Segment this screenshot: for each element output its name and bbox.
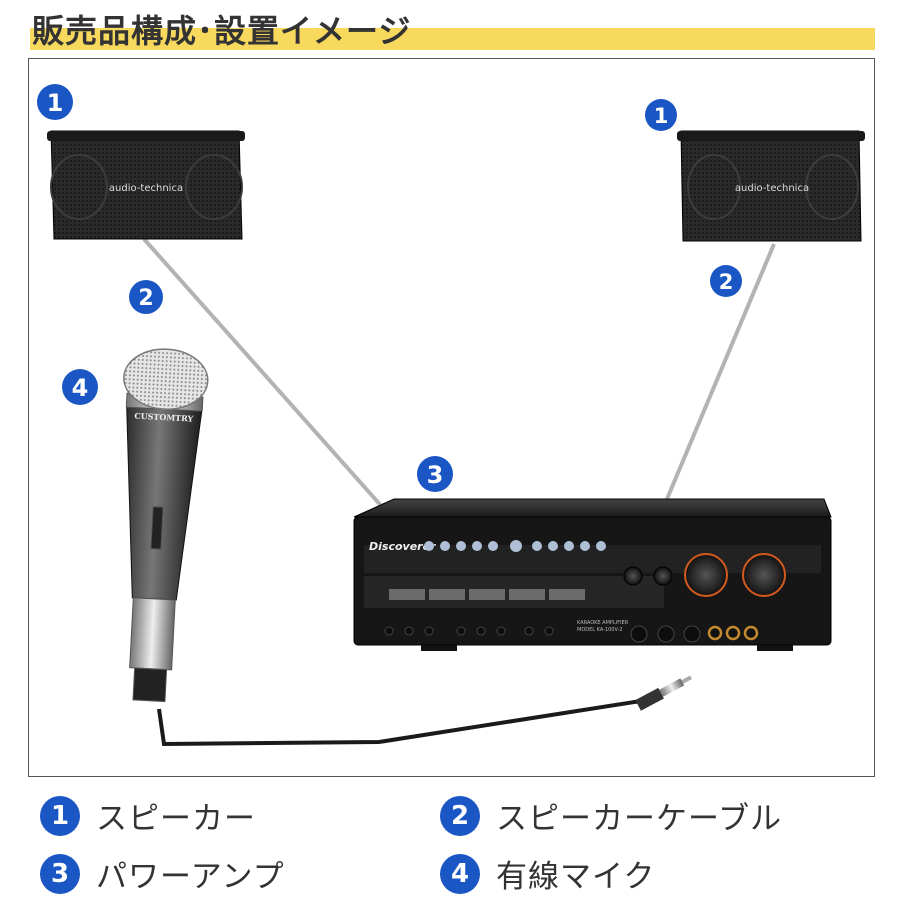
marker-speaker-right-num: 1 — [654, 104, 669, 128]
amp-mic-jacks — [707, 625, 759, 641]
diagram-svg: audio-technica audio-technica Discoverer — [37, 84, 865, 747]
marker-amp: 3 — [417, 456, 453, 492]
legend-number: 1 — [40, 795, 80, 836]
speaker-right-brand: audio-technica — [735, 183, 809, 194]
title-bar: 販売品構成･設置イメージ — [30, 0, 875, 52]
speaker-right: audio-technica — [677, 130, 865, 242]
speaker-left: audio-technica — [47, 130, 245, 240]
amp-knob-large-1 — [684, 553, 728, 597]
legend-label: スピーカー — [96, 801, 256, 837]
amp-model-line1: KARAOKE AMPLIFIER — [577, 620, 629, 626]
marker-speaker-right: 1 — [645, 99, 677, 131]
legend-label: 有線マイク — [496, 859, 656, 895]
amp-buttons — [424, 540, 606, 552]
mic-brand: CUSTOMTRY — [134, 411, 194, 424]
marker-amp-num: 3 — [427, 461, 444, 489]
marker-cable-left-num: 2 — [138, 286, 153, 311]
legend-number: 3 — [40, 853, 80, 894]
legend-item-power-amp: 3 パワーアンプ — [40, 851, 285, 896]
speaker-left-brand: audio-technica — [109, 183, 183, 194]
amp-brand: Discoverer — [369, 540, 436, 553]
amp-knob-small-2 — [653, 566, 673, 586]
mic-cable — [157, 699, 642, 747]
amp-knob-small-1 — [623, 566, 643, 586]
legend-item-wired-mic: 4 有線マイク — [440, 851, 655, 896]
legend-label: スピーカーケーブル — [496, 801, 783, 837]
amp-selector-buttons — [389, 589, 585, 600]
amp-knob-large-2 — [742, 553, 786, 597]
marker-mic-num: 4 — [72, 374, 89, 402]
marker-cable-right-num: 2 — [719, 270, 734, 294]
amp-lower-controls — [384, 625, 701, 643]
installation-diagram: audio-technica audio-technica Discoverer — [28, 58, 875, 777]
marker-speaker-left-num: 1 — [47, 89, 64, 117]
marker-mic: 4 — [62, 369, 98, 405]
marker-speaker-left: 1 — [37, 84, 73, 120]
power-amplifier: Discoverer — [353, 498, 832, 651]
marker-cable-right: 2 — [710, 265, 742, 297]
legend-item-speaker: 1 スピーカー — [40, 793, 256, 838]
speaker-cable-left — [142, 237, 386, 511]
mic-plug — [635, 675, 693, 711]
legend: 1 スピーカー 2 スピーカーケーブル 3 パワーアンプ 4 有線マイク — [0, 785, 900, 900]
marker-cable-left: 2 — [129, 280, 163, 314]
speaker-cable-right — [665, 243, 776, 500]
amp-model-line2: MODEL KA-100V-2 — [577, 627, 623, 633]
page-title: 販売品構成･設置イメージ — [32, 12, 412, 50]
title-highlight — [30, 28, 875, 50]
legend-label: パワーアンプ — [96, 859, 285, 895]
legend-number: 2 — [440, 795, 480, 836]
wired-microphone: CUSTOMTRY — [123, 348, 209, 703]
legend-item-speaker-cable: 2 スピーカーケーブル — [440, 793, 782, 838]
legend-number: 4 — [440, 853, 480, 894]
